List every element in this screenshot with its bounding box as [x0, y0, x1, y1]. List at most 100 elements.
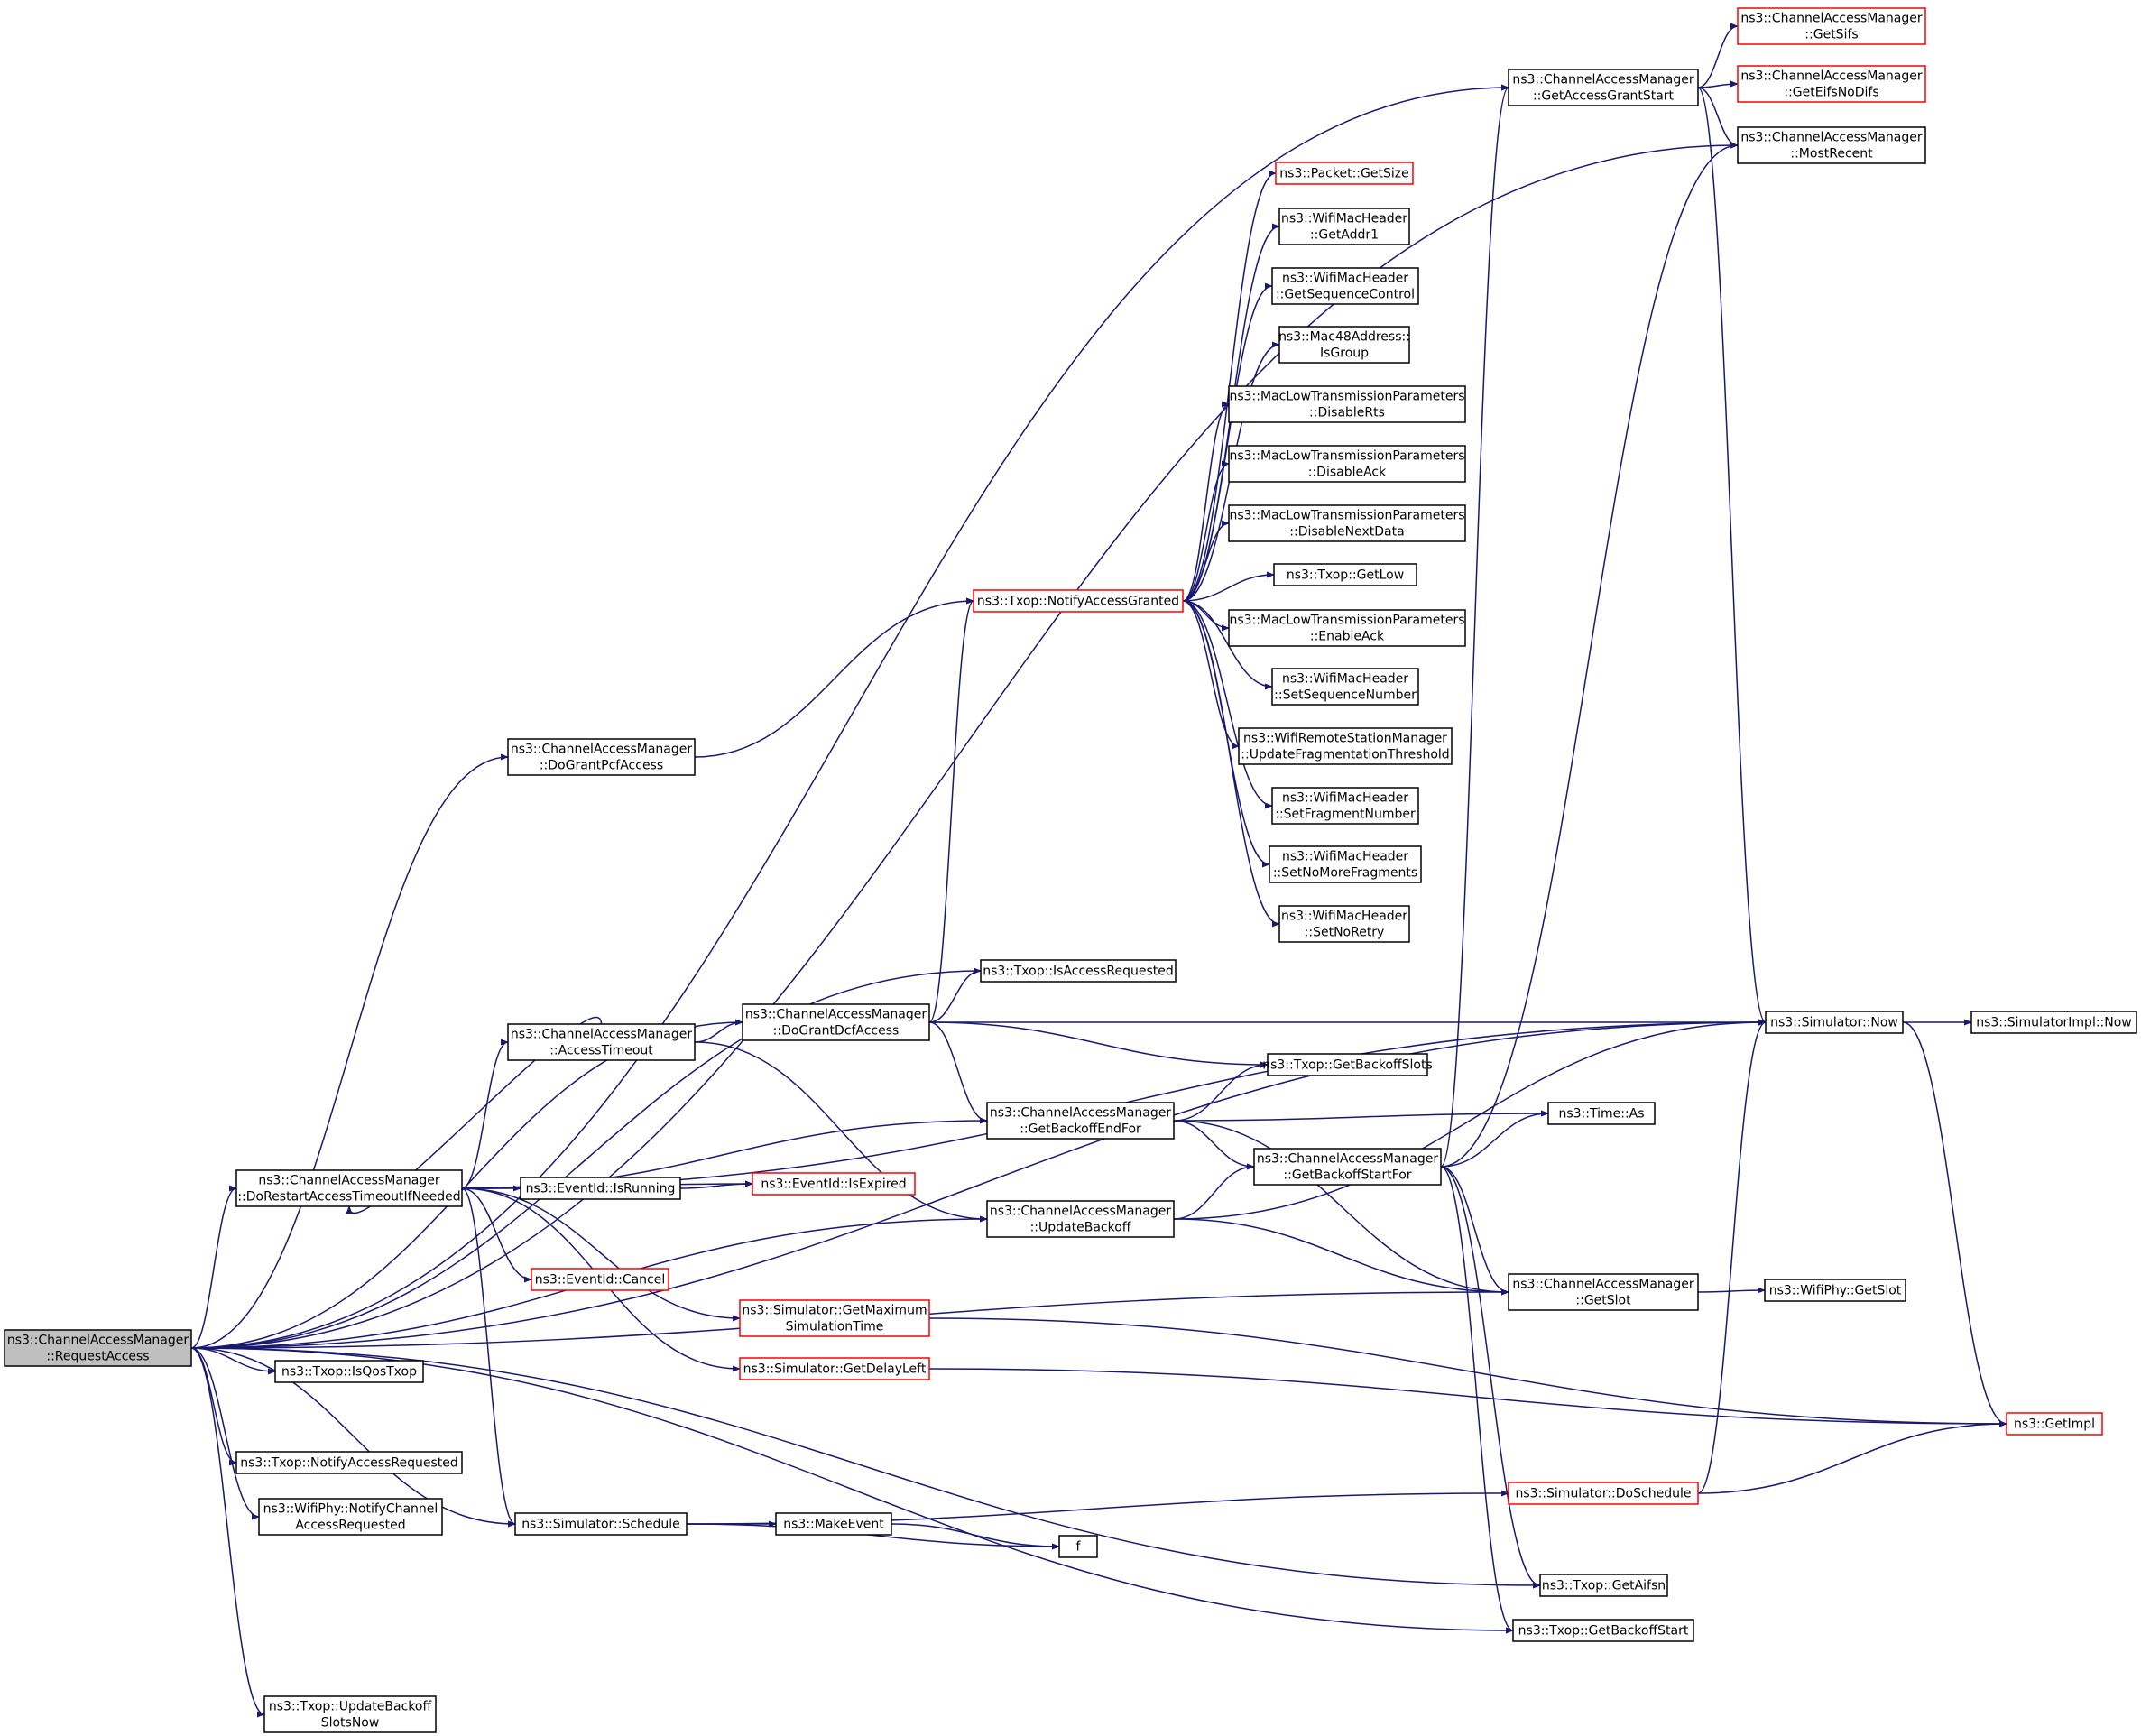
node-is-expired[interactable]: ns3::EventId::IsExpired — [752, 1172, 916, 1196]
edge-update-backoff-to-get-backoff-start-for — [1173, 1163, 1255, 1220]
node-label: SimulationTime — [786, 1320, 884, 1334]
node-get-backoff-slots[interactable]: ns3::Txop::GetBackoffSlots — [1262, 1053, 1433, 1076]
edge-get-slot-to-phy-get-slot — [1697, 1287, 1766, 1294]
node-do-grant-dcf[interactable]: ns3::ChannelAccessManager::DoGrantDcfAcc… — [742, 1003, 930, 1041]
node-get-seq-ctrl[interactable]: ns3::WifiMacHeader::GetSequenceControl — [1271, 267, 1419, 305]
node-get-backoff-start[interactable]: ns3::Txop::GetBackoffStart — [1512, 1619, 1694, 1642]
node-time-as[interactable]: ns3::Time::As — [1547, 1102, 1656, 1125]
node-make-event[interactable]: ns3::MakeEvent — [775, 1512, 892, 1536]
node-get-backoff-start-for[interactable]: ns3::ChannelAccessManager::GetBackoffSta… — [1253, 1148, 1442, 1186]
edge-access-timeout-to-do-restart — [346, 1016, 603, 1214]
node-get-slot[interactable]: ns3::ChannelAccessManager::GetSlot — [1508, 1273, 1699, 1311]
node-schedule[interactable]: ns3::Simulator::Schedule — [514, 1512, 688, 1536]
node-do-restart[interactable]: ns3::ChannelAccessManager::DoRestartAcce… — [235, 1169, 463, 1207]
node-label: ns3::Simulator::GetMaximum — [742, 1304, 927, 1318]
edge-notify-access-granted-to-disable-next-data — [1182, 520, 1230, 602]
node-get-backoff-end-for[interactable]: ns3::ChannelAccessManager::GetBackoffEnd… — [986, 1102, 1175, 1140]
node-update-backoff[interactable]: ns3::ChannelAccessManager::UpdateBackoff — [986, 1200, 1175, 1238]
node-label: ns3::WifiPhy::GetSlot — [1769, 1284, 1902, 1298]
node-label: ns3::MacLowTransmissionParameters — [1229, 449, 1464, 464]
node-box — [1508, 1273, 1699, 1311]
node-access-timeout[interactable]: ns3::ChannelAccessManager::AccessTimeout — [507, 1023, 696, 1061]
node-label: ::SetFragmentNumber — [1275, 808, 1416, 822]
node-label: ns3::MacLowTransmissionParameters — [1229, 614, 1464, 628]
node-label: IsGroup — [1320, 346, 1369, 361]
node-set-no-more-frags[interactable]: ns3::WifiMacHeader::SetNoMoreFragments — [1269, 845, 1422, 883]
node-sim-now[interactable]: ns3::Simulator::Now — [1765, 1011, 1904, 1034]
node-label: ::GetSifs — [1804, 28, 1858, 42]
node-notify-access-requested[interactable]: ns3::Txop::NotifyAccessRequested — [235, 1451, 463, 1474]
edge-do-schedule-to-sim-now — [1697, 1019, 1767, 1494]
node-get-eifs[interactable]: ns3::ChannelAccessManager::GetEifsNoDifs — [1737, 65, 1926, 103]
node-box — [1278, 326, 1410, 364]
node-update-frag-threshold[interactable]: ns3::WifiRemoteStationManager::UpdateFra… — [1238, 727, 1453, 765]
node-packet-get-size[interactable]: ns3::Packet::GetSize — [1275, 162, 1414, 185]
node-label: ::DoGrantPcfAccess — [540, 759, 663, 773]
edge-make-event-to-f — [891, 1523, 1060, 1550]
edge-notify-access-granted-to-set-no-retry — [1182, 600, 1280, 928]
node-get-sifs[interactable]: ns3::ChannelAccessManager::GetSifs — [1737, 7, 1926, 45]
node-disable-rts[interactable]: ns3::MacLowTransmissionParameters::Disab… — [1228, 385, 1466, 423]
node-is-running[interactable]: ns3::EventId::IsRunning — [520, 1177, 681, 1200]
edge-get-backoff-end-for-to-get-backoff-slots — [1173, 1061, 1269, 1122]
node-box — [4, 1329, 192, 1367]
node-is-access-requested[interactable]: ns3::Txop::IsAccessRequested — [980, 959, 1177, 983]
node-box — [235, 1169, 463, 1207]
node-box — [1765, 1011, 1904, 1034]
node-label: ns3::ChannelAccessManager — [511, 1028, 693, 1042]
node-get-impl[interactable]: ns3::GetImpl — [2006, 1412, 2103, 1436]
edge-notify-access-granted-to-set-frag-num — [1182, 600, 1273, 809]
node-sim-impl-now[interactable]: ns3::SimulatorImpl::Now — [1970, 1011, 2137, 1034]
node-disable-ack[interactable]: ns3::MacLowTransmissionParameters::Disab… — [1228, 445, 1466, 483]
node-set-seq-num[interactable]: ns3::WifiMacHeader::SetSequenceNumber — [1271, 668, 1419, 706]
node-set-frag-num[interactable]: ns3::WifiMacHeader::SetFragmentNumber — [1271, 787, 1419, 825]
node-get-aifsn[interactable]: ns3::Txop::GetAifsn — [1539, 1574, 1668, 1597]
node-box — [742, 1003, 930, 1041]
node-phy-notify[interactable]: ns3::WifiPhy::NotifyChannelAccessRequest… — [258, 1498, 443, 1536]
node-label: ns3::SimulatorImpl::Now — [1976, 1016, 2132, 1030]
edge-get-backoff-end-for-to-time-as — [1173, 1110, 1549, 1122]
node-get-access-grant-start[interactable]: ns3::ChannelAccessManager::GetAccessGran… — [1508, 69, 1699, 106]
node-label: ns3::ChannelAccessManager — [1740, 131, 1923, 145]
node-do-schedule[interactable]: ns3::Simulator::DoSchedule — [1508, 1482, 1699, 1505]
node-box — [263, 1695, 437, 1733]
node-label: ns3::MakeEvent — [783, 1518, 884, 1532]
node-box — [739, 1357, 930, 1380]
node-label: ::GetBackoffStartFor — [1283, 1168, 1411, 1183]
node-label: ns3::ChannelAccessManager — [990, 1106, 1172, 1121]
node-most-recent[interactable]: ns3::ChannelAccessManager::MostRecent — [1737, 126, 1926, 164]
edge-get-backoff-start-for-to-get-access-grant-start — [1440, 84, 1509, 1168]
node-is-qos-txop[interactable]: ns3::Txop::IsQosTxop — [274, 1360, 424, 1383]
node-label: ns3::WifiMacHeader — [1282, 791, 1408, 806]
node-f[interactable]: f — [1058, 1535, 1098, 1558]
node-box — [514, 1512, 688, 1536]
node-disable-next-data[interactable]: ns3::MacLowTransmissionParameters::Disab… — [1228, 504, 1466, 542]
node-cancel[interactable]: ns3::EventId::Cancel — [531, 1268, 669, 1291]
edge-update-backoff-to-get-slot — [1173, 1218, 1509, 1296]
node-notify-access-granted[interactable]: ns3::Txop::NotifyAccessGranted — [973, 589, 1184, 613]
node-label: ns3::EventId::IsExpired — [761, 1177, 906, 1192]
node-box — [775, 1512, 892, 1536]
node-phy-get-slot[interactable]: ns3::WifiPhy::GetSlot — [1764, 1279, 1906, 1302]
edge-root-to-get-access-grant-start — [190, 84, 1509, 1349]
node-get-low[interactable]: ns3::Txop::GetLow — [1273, 563, 1417, 586]
node-label: ns3::Txop::UpdateBackoff — [269, 1700, 432, 1714]
node-set-no-retry[interactable]: ns3::WifiMacHeader::SetNoRetry — [1278, 905, 1410, 943]
node-label: ns3::EventId::IsRunning — [526, 1182, 676, 1196]
node-box — [1228, 385, 1466, 423]
node-label: ns3::WifiRemoteStationManager — [1243, 732, 1447, 746]
node-label: ns3::MacLowTransmissionParameters — [1229, 390, 1464, 404]
node-get-addr1[interactable]: ns3::WifiMacHeader::GetAddr1 — [1278, 208, 1410, 245]
edge-get-backoff-start-for-to-get-aifsn — [1440, 1166, 1541, 1589]
node-get-delay-left[interactable]: ns3::Simulator::GetDelayLeft — [739, 1357, 930, 1380]
node-label: ns3::Simulator::Now — [1770, 1016, 1898, 1030]
node-root[interactable]: ns3::ChannelAccessManager::RequestAccess — [4, 1329, 192, 1367]
node-do-grant-pcf[interactable]: ns3::ChannelAccessManager::DoGrantPcfAcc… — [507, 738, 696, 776]
edge-root-to-notify-access-requested — [190, 1347, 237, 1466]
node-enable-ack[interactable]: ns3::MacLowTransmissionParameters::Enabl… — [1228, 609, 1466, 647]
node-is-group[interactable]: ns3::Mac48Address::IsGroup — [1278, 326, 1410, 364]
node-label: ns3::ChannelAccessManager — [1512, 73, 1694, 88]
